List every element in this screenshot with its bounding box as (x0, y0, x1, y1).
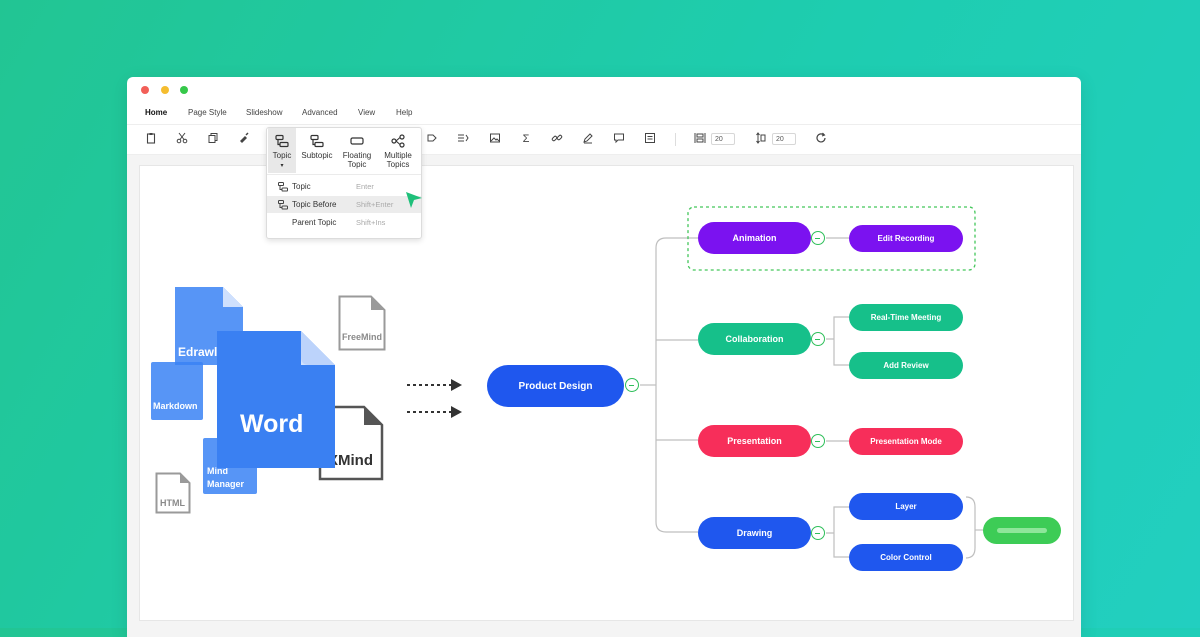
menu-item-parent-topic[interactable]: Parent Topic Shift+Ins (267, 214, 421, 231)
minimize-window-button[interactable] (161, 86, 169, 94)
cut-icon[interactable] (175, 132, 189, 146)
multiple-topics-button[interactable]: Multiple Topics (377, 128, 419, 173)
xmind-file-icon: XMind (318, 405, 384, 481)
html-file-icon: HTML (155, 472, 191, 514)
collapse-toggle[interactable] (811, 231, 825, 245)
menu-item-topic-before-label: Topic Before (292, 200, 337, 209)
topic-drawing[interactable]: Drawing (698, 517, 811, 549)
subtopic-button[interactable]: Subtopic (297, 128, 337, 173)
menu-bar: Home Page Style Slideshow Advanced View … (127, 103, 1081, 127)
menu-divider (127, 124, 1081, 125)
subtopic-presentation-mode[interactable]: Presentation Mode (849, 428, 963, 455)
outline-icon[interactable] (456, 132, 470, 146)
markdown-file-label: Markdown (153, 401, 198, 411)
comment-icon[interactable] (612, 132, 626, 146)
floating-topic-button-label: Floating Topic (342, 151, 372, 169)
collapse-toggle[interactable] (811, 434, 825, 448)
menu-item-topic[interactable]: Topic Enter (267, 178, 421, 195)
note-icon[interactable] (643, 132, 657, 146)
paste-icon[interactable] (144, 132, 158, 146)
floating-topic-button[interactable]: Floating Topic (339, 128, 375, 173)
subtopic-edit-recording[interactable]: Edit Recording (849, 225, 963, 252)
menu-item-topic-before[interactable]: Topic Before Shift+Enter (267, 196, 421, 213)
title-bar (127, 77, 1081, 103)
subtopic-layer[interactable]: Layer (849, 493, 963, 520)
selection-boundary (687, 206, 976, 271)
refresh-icon[interactable] (814, 132, 828, 146)
vertical-spacing-icon (754, 132, 768, 146)
subtopic-color-control[interactable]: Color Control (849, 544, 963, 571)
edraw-file-label: Edrawl (178, 345, 218, 359)
copy-icon[interactable] (206, 132, 220, 146)
format-painter-icon[interactable] (237, 132, 251, 146)
topic-button-label: Topic (272, 151, 292, 160)
subtopic-real-time-meeting[interactable]: Real-Time Meeting (849, 304, 963, 331)
horizontal-spacing-icon (693, 132, 707, 146)
pen-icon[interactable] (581, 132, 595, 146)
menu-slideshow[interactable]: Slideshow (246, 108, 283, 117)
root-topic[interactable]: Product Design (487, 365, 624, 407)
topic-button[interactable]: Topic ▾ (268, 128, 296, 173)
freemind-file-icon: FreeMind (338, 295, 386, 351)
vertical-spacing-input[interactable]: 20 (772, 133, 796, 145)
menu-item-parent-topic-shortcut: Shift+Ins (356, 218, 386, 227)
multiple-topics-button-label: Multiple Topics (384, 151, 412, 169)
cursor-icon (406, 192, 422, 208)
menu-home[interactable]: Home (145, 108, 168, 117)
conversion-arrows (407, 379, 462, 418)
subtopic-add-review[interactable]: Add Review (849, 352, 963, 379)
collapse-toggle[interactable] (625, 378, 639, 392)
collapse-toggle[interactable] (811, 526, 825, 540)
chevron-down-icon: ▾ (280, 163, 284, 169)
topic-animation[interactable]: Animation (698, 222, 811, 254)
toolbar-separator (675, 133, 676, 146)
topic-collaboration[interactable]: Collaboration (698, 323, 811, 355)
toolbar-divider (127, 154, 1081, 155)
topic-icon (278, 182, 288, 192)
menu-item-topic-label: Topic (292, 182, 311, 191)
menu-item-topic-shortcut: Enter (356, 182, 374, 191)
tag-icon[interactable] (425, 132, 439, 146)
maximize-window-button[interactable] (180, 86, 188, 94)
image-icon[interactable] (488, 132, 502, 146)
collapse-toggle[interactable] (811, 332, 825, 346)
dropdown-divider (267, 174, 421, 175)
topic-presentation[interactable]: Presentation (698, 425, 811, 457)
toolbar: Σ 20 20 (127, 127, 1081, 153)
mindmanager-file-label: Mind Manager (207, 466, 245, 489)
word-file-label: Word (240, 410, 304, 438)
menu-page-style[interactable]: Page Style (188, 108, 227, 117)
topic-dropdown: Topic ▾ Subtopic Floating Topic Multiple… (266, 127, 422, 239)
topic-before-icon (278, 200, 288, 210)
horizontal-spacing-input[interactable]: 20 (711, 133, 735, 145)
menu-view[interactable]: View (358, 108, 376, 117)
menu-advanced[interactable]: Advanced (302, 108, 338, 117)
word-file-icon: Word (217, 331, 335, 468)
menu-item-topic-before-shortcut: Shift+Enter (356, 200, 394, 209)
xmind-file-label: XMind (328, 452, 373, 469)
summary-topic[interactable] (983, 517, 1061, 544)
freemind-file-label: FreeMind (342, 332, 383, 342)
formula-icon[interactable]: Σ (522, 133, 530, 145)
markdown-file-icon: Markdown (151, 362, 203, 420)
subtopic-button-label: Subtopic (301, 151, 333, 160)
menu-help[interactable]: Help (396, 108, 413, 117)
summary-placeholder-bar (997, 528, 1047, 533)
link-icon[interactable] (550, 132, 564, 146)
close-window-button[interactable] (141, 86, 149, 94)
html-file-label: HTML (160, 498, 185, 508)
menu-item-parent-topic-label: Parent Topic (292, 218, 337, 227)
